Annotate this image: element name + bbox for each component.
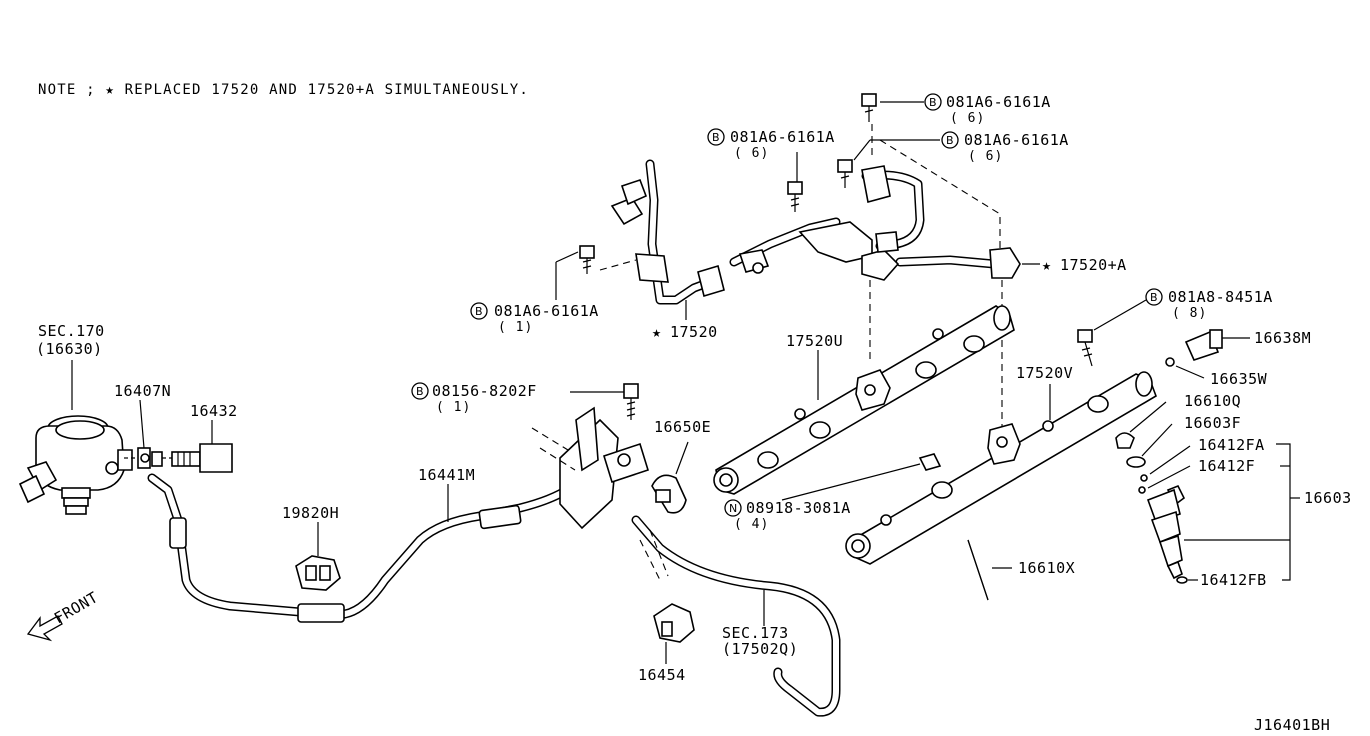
- plug-16432: [171, 443, 233, 473]
- label-16610q: 16610Q: [1184, 392, 1241, 410]
- fuel-tube-16441m: [147, 473, 575, 623]
- front-arrow-icon: [26, 615, 63, 642]
- clamp-16650e: [651, 474, 687, 514]
- feed-tube-17520a: [861, 165, 1021, 281]
- label-b-081a8: 081A8-8451A: [1168, 288, 1273, 306]
- fuel-pump: [18, 415, 133, 515]
- label-16412fb: 16412FB: [1200, 571, 1267, 589]
- injector-16603: [1146, 484, 1186, 580]
- label-b-top-qty: ( 6): [950, 111, 985, 126]
- fuel-hose-sec173: [631, 515, 841, 717]
- label-17520a: 17520+A: [1060, 256, 1127, 274]
- bolt-081a8: [1077, 329, 1093, 367]
- label-b-081a8-qty: ( 8): [1172, 306, 1207, 321]
- label-b-top: 081A6-6161A: [946, 93, 1051, 111]
- clip-16454: [653, 603, 695, 643]
- circle-b-left: B: [475, 305, 483, 318]
- label-b-right: 081A6-6161A: [964, 131, 1069, 149]
- label-17520: 17520: [670, 323, 718, 341]
- label-16635w: 16635W: [1210, 370, 1268, 388]
- label-front: FRONT: [51, 588, 101, 627]
- bolt-08156: [623, 383, 639, 420]
- circle-b-midtop: B: [712, 131, 720, 144]
- label-n-08918: 08918-3081A: [746, 499, 851, 517]
- label-b-08156-qty: ( 1): [436, 400, 471, 415]
- star-17520: ★: [652, 323, 662, 341]
- sensor-16638m: [1184, 329, 1223, 361]
- label-16603: 16603: [1304, 489, 1352, 507]
- label-16407n: 16407N: [114, 382, 171, 400]
- bolt-right: [837, 159, 853, 188]
- bolt-left: [579, 245, 595, 274]
- label-19820h: 19820H: [282, 504, 339, 522]
- label-16603f: 16603F: [1184, 414, 1241, 432]
- label-sec170-sub: (16630): [36, 340, 103, 358]
- label-n-08918-qty: ( 4): [734, 517, 769, 532]
- bracket-center: [559, 406, 649, 530]
- circle-b-top: B: [929, 96, 937, 109]
- label-16441m: 16441M: [418, 466, 475, 484]
- label-b-right-qty: ( 6): [968, 149, 1003, 164]
- label-16610x: 16610X: [1018, 559, 1075, 577]
- label-b-midtop-qty: ( 6): [734, 146, 769, 161]
- label-17520v: 17520V: [1016, 364, 1073, 382]
- label-sec173-sub: (17502Q): [722, 640, 798, 658]
- fuel-rail-17520u: [713, 305, 1015, 495]
- pin-16610x: [967, 539, 989, 601]
- label-16638m: 16638M: [1254, 329, 1311, 347]
- fuel-rail-17520v: [845, 371, 1157, 565]
- feed-tube-17520: [610, 159, 725, 305]
- label-sec173: SEC.173: [722, 624, 789, 642]
- diagram-code: J16401BH: [1254, 716, 1330, 734]
- label-16650e: 16650E: [654, 418, 711, 436]
- label-b-left: 081A6-6161A: [494, 302, 599, 320]
- label-b-midtop: 081A6-6161A: [730, 128, 835, 146]
- label-sec170: SEC.170: [38, 322, 105, 340]
- label-16454: 16454: [638, 666, 686, 684]
- star-17520a: ★: [1042, 256, 1052, 274]
- bolt-midtop: [787, 181, 803, 212]
- label-17520u: 17520U: [786, 332, 843, 350]
- label-16412fa: 16412FA: [1198, 436, 1265, 454]
- circle-b-right: B: [946, 134, 954, 147]
- circle-n-08918: N: [729, 502, 737, 515]
- label-b-left-qty: ( 1): [498, 320, 533, 335]
- bolt-top: [861, 93, 877, 122]
- label-16412f: 16412F: [1198, 457, 1255, 475]
- nut-08918: [918, 453, 942, 471]
- fitting-16407n: [137, 447, 163, 469]
- clip-19820h: [295, 555, 341, 591]
- label-16432: 16432: [190, 402, 238, 420]
- label-b-08156: 08156-8202F: [432, 382, 537, 400]
- note-text: NOTE ; ★ REPLACED 17520 AND 17520+A SIMU…: [38, 82, 529, 98]
- circle-b-08156: B: [416, 385, 424, 398]
- circle-b-081a8: B: [1150, 291, 1158, 304]
